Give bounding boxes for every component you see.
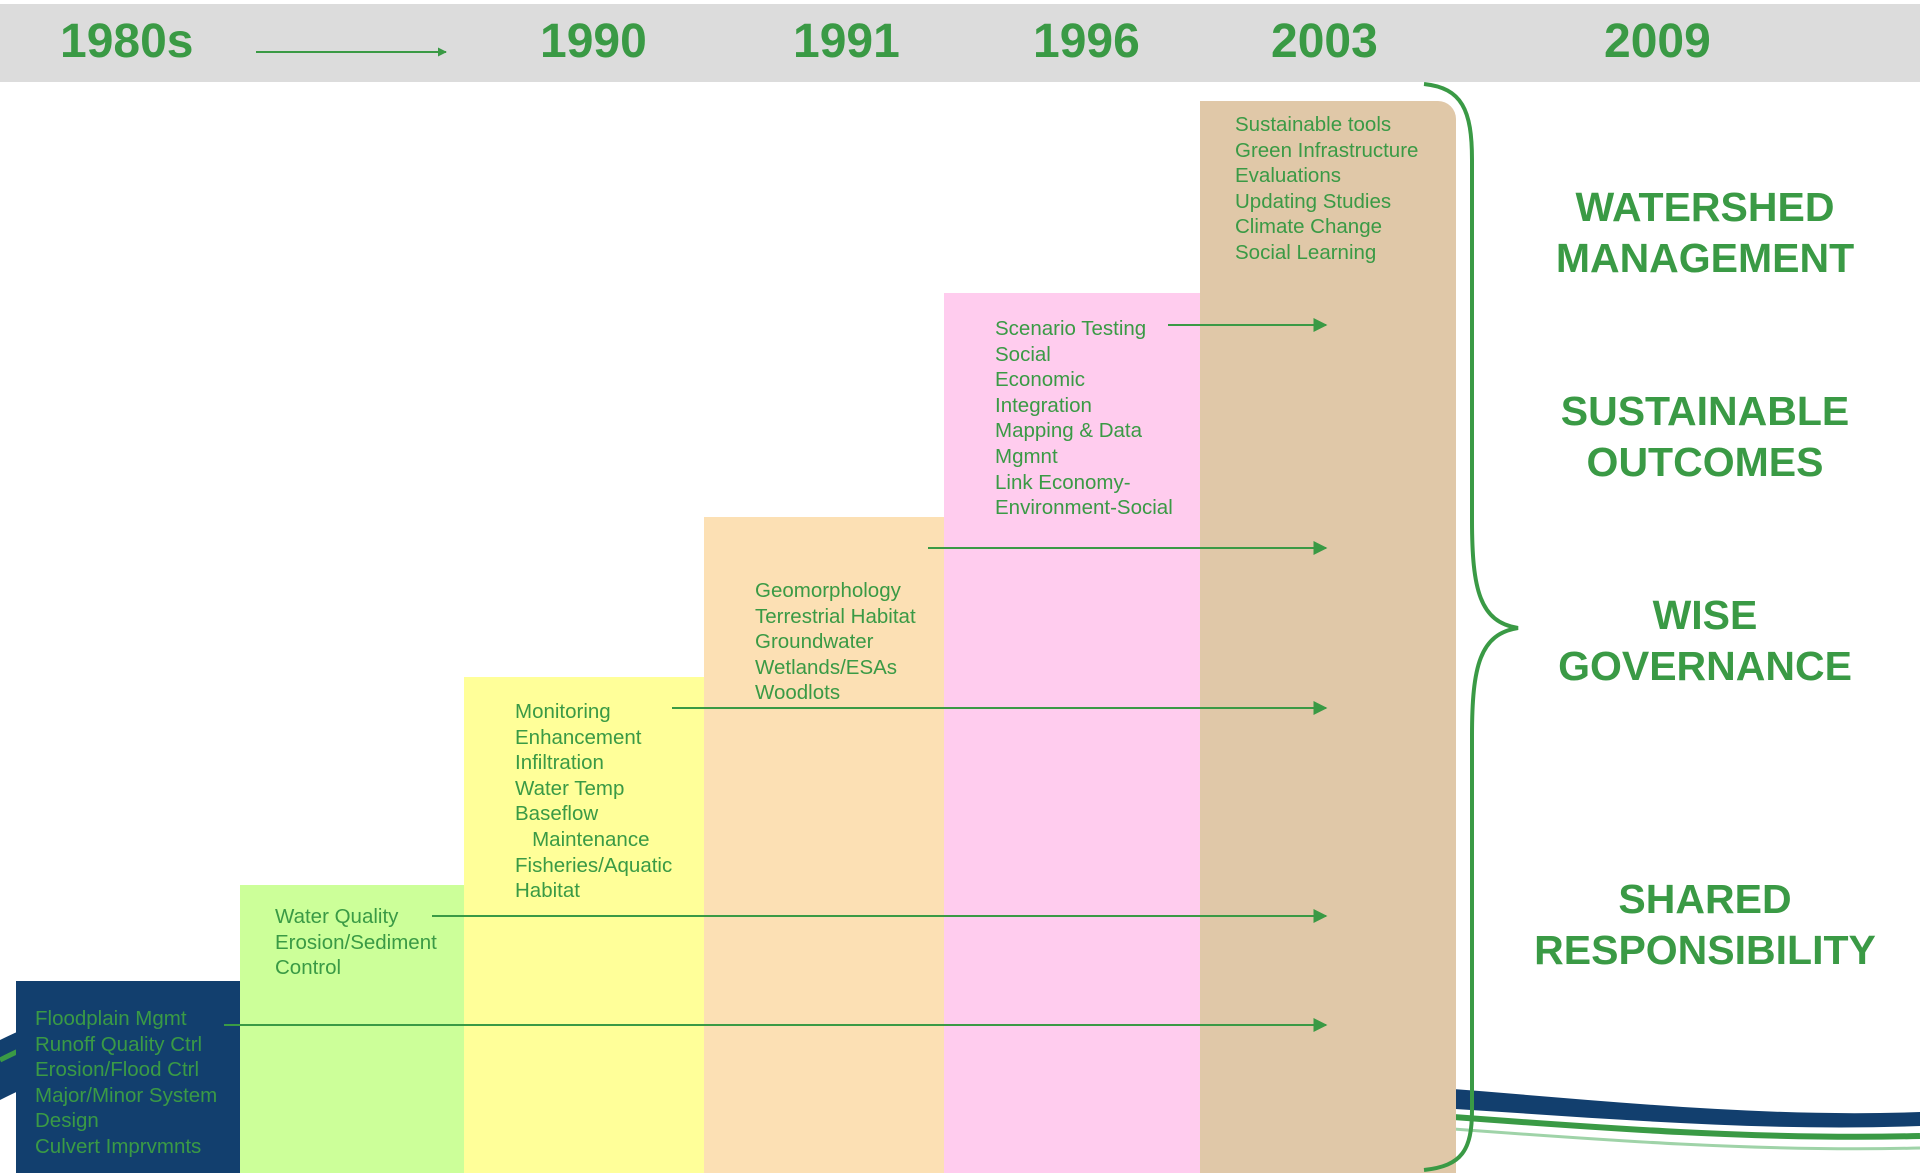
list-item: Environment-Social: [995, 496, 1173, 520]
list-item: Scenario Testing: [995, 317, 1147, 340]
era-block-1990: [240, 885, 464, 1173]
list-item: Enhancement: [515, 725, 642, 749]
list-item: Major/Minor System: [35, 1083, 218, 1107]
list-item: Evaluations: [1235, 164, 1341, 188]
list-item: Floodplain Mgmt: [35, 1007, 187, 1030]
list-item: Woodlots: [755, 681, 841, 705]
list-item: Updating Studies: [1235, 189, 1392, 213]
timeline-header: [0, 4, 1920, 82]
era-list-1990: Water Quality Erosion/Sediment Control: [275, 904, 437, 981]
year-label-1991: 1991: [793, 15, 900, 68]
theme-shared-responsibility: SHARED RESPONSIBILITY: [1500, 874, 1910, 976]
theme-line: MANAGEMENT: [1555, 235, 1855, 281]
list-item: Link Economy-: [995, 470, 1131, 494]
theme-line: OUTCOMES: [1586, 439, 1824, 485]
list-item: Infiltration: [515, 751, 604, 775]
list-item: Water Temp: [515, 776, 625, 800]
list-item: Social Learning: [1235, 240, 1377, 264]
theme-line: SHARED: [1618, 876, 1792, 922]
list-item: Control: [275, 956, 342, 980]
list-item: Maintenance: [515, 827, 650, 851]
list-item: Baseflow: [515, 802, 599, 826]
list-item: Terrestrial Habitat: [755, 604, 916, 628]
theme-line: WATERSHED: [1575, 184, 1835, 230]
year-label-2003: 2003: [1271, 15, 1378, 68]
list-item: Runoff Quality Ctrl: [35, 1032, 203, 1056]
list-item: Green Infrastructure: [1235, 138, 1419, 162]
list-item: Culvert Imprvmnts: [35, 1134, 202, 1158]
list-item: Design: [35, 1109, 99, 1133]
era-list-1996-b: Scenario Testing Social Economic Integra…: [995, 316, 1173, 521]
list-item: Climate Change: [1235, 215, 1382, 239]
year-label-1980s: 1980s: [60, 15, 194, 68]
list-item: Social: [995, 342, 1051, 366]
year-label-1990: 1990: [540, 15, 647, 68]
theme-line: WISE: [1652, 592, 1758, 638]
list-item: Erosion/Sediment: [275, 930, 437, 954]
list-item: Fisheries/Aquatic: [515, 853, 673, 877]
list-item: Wetlands/ESAs: [755, 655, 898, 679]
theme-line: SUSTAINABLE: [1560, 388, 1850, 434]
era-block-1996-b: [944, 293, 1200, 1173]
list-item: Groundwater: [755, 630, 874, 654]
era-list-1980s: Floodplain Mgmt Runoff Quality Ctrl Eros…: [35, 1006, 217, 1160]
era-list-1991: Monitoring Enhancement Infiltration Wate…: [515, 699, 672, 904]
year-label-1996: 1996: [1033, 15, 1140, 68]
era-block-1991: [464, 677, 704, 1173]
list-item: Economic: [995, 368, 1086, 392]
era-list-1996-a: Geomorphology Terrestrial Habitat Ground…: [755, 578, 916, 706]
theme-line: GOVERNANCE: [1558, 643, 1852, 689]
theme-watershed-management: WATERSHED MANAGEMENT: [1500, 182, 1910, 284]
list-item: Sustainable tools: [1235, 113, 1392, 136]
theme-sustainable-outcomes: SUSTAINABLE OUTCOMES: [1500, 386, 1910, 488]
era-block-1980s: [16, 981, 240, 1173]
list-item: Mgmnt: [995, 444, 1058, 468]
list-item: Habitat: [515, 879, 580, 903]
era-list-2003: Sustainable tools Green Infrastructure E…: [1235, 112, 1418, 266]
list-item: Mapping & Data: [995, 419, 1143, 443]
list-item: Water Quality: [275, 905, 399, 928]
list-item: Integration: [995, 393, 1092, 417]
list-item: Monitoring: [515, 700, 611, 723]
theme-wise-governance: WISE GOVERNANCE: [1500, 590, 1910, 692]
era-block-1996-a: [704, 517, 944, 1173]
list-item: Geomorphology: [755, 579, 901, 602]
list-item: Erosion/Flood Ctrl: [35, 1058, 200, 1082]
era-block-2003: [1200, 101, 1456, 1173]
year-label-2009: 2009: [1604, 15, 1711, 68]
curly-brace: [1423, 82, 1519, 1172]
theme-line: RESPONSIBILITY: [1534, 927, 1876, 973]
